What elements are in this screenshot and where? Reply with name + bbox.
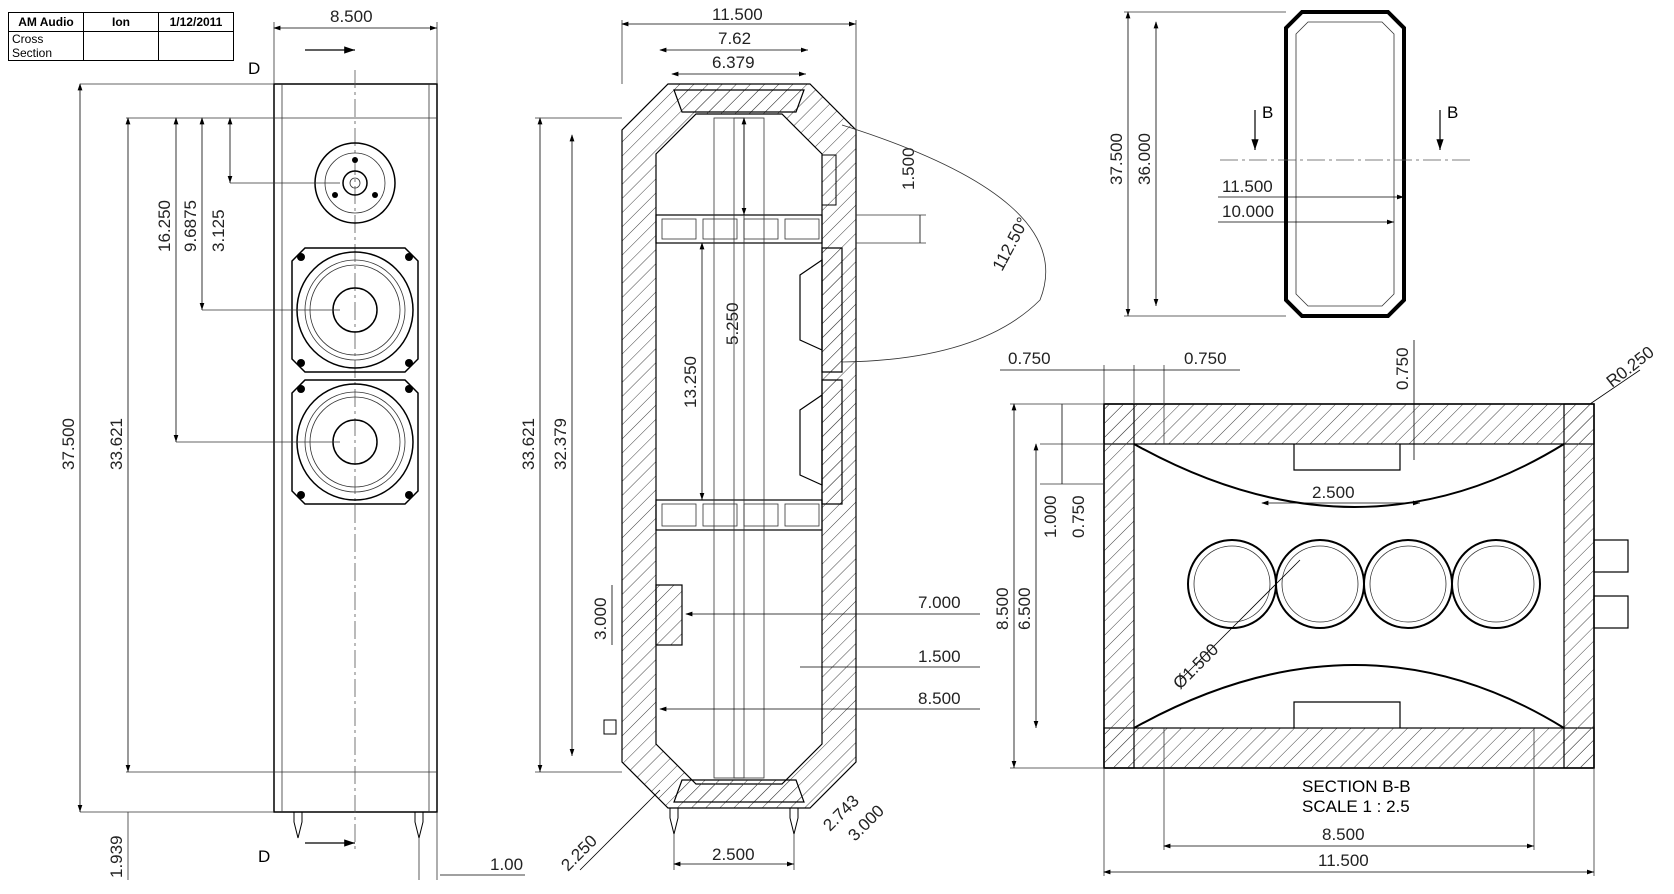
section-bb-scale: SCALE 1 : 2.5 (1302, 797, 1410, 816)
side-section-view: 11.500 7.62 6.379 1.500 5.250 13.250 33.… (519, 5, 1047, 875)
dim-bb-height-inner: 6.500 (1015, 587, 1034, 630)
front-cabinet-outline (273, 83, 438, 813)
dim-front-width: 8.500 (330, 7, 373, 26)
section-label-b-right: B (1447, 103, 1458, 122)
dim-tweeter-top-woofer: 9.6875 (181, 200, 200, 252)
front-view: D D 8.500 37.500 33.621 16.250 9.6875 3.… (59, 7, 525, 880)
dim-foot-spacing: 2.500 (712, 845, 755, 864)
dim-brace-gap: 1.500 (899, 147, 918, 190)
dim-inner-top2: 6.379 (712, 53, 755, 72)
dim-chamfer-a: 2.250 (557, 831, 601, 875)
section-label-d-top: D (248, 59, 260, 78)
dim-bb-hole-diameter: Ø1.500 (1169, 640, 1222, 693)
dim-chamber: 13.250 (681, 356, 700, 408)
dim-top-width-outer: 11.500 (1222, 177, 1273, 196)
dim-inner-width: 8.500 (918, 689, 961, 708)
dim-bb-wall-left2: 0.750 (1184, 349, 1227, 368)
dim-front-feet: 1.939 (107, 835, 126, 878)
dim-top-height-total: 37.500 (1107, 133, 1126, 185)
dim-brace-thickness: 1.500 (918, 647, 961, 666)
sheet-name: Cross Section (8, 31, 84, 61)
dim-driver-spacing: 5.250 (723, 302, 742, 345)
dim-port-height: 3.000 (591, 597, 610, 640)
top-view-outline (1284, 10, 1406, 318)
dim-front-height-cabinet: 33.621 (107, 418, 126, 470)
dim-front-height-total: 37.500 (59, 418, 78, 470)
dim-side-height-outer: 33.621 (519, 418, 538, 470)
dim-tweeter-offset: 3.125 (209, 209, 228, 252)
section-bb-view: SECTION B-B SCALE 1 : 2.5 0.750 0.750 0.… (993, 340, 1658, 876)
top-view: B B 37.500 36.000 11.500 10.000 (1107, 10, 1470, 318)
dim-top-height-inner: 36.000 (1135, 133, 1154, 185)
dim-inner-top: 7.62 (718, 29, 751, 48)
dim-bb-wall-left: 0.750 (1008, 349, 1051, 368)
port-section (655, 584, 683, 646)
lower-brace (655, 499, 823, 531)
section-label-d-bottom: D (258, 847, 270, 866)
dim-brace-depth: 7.000 (918, 593, 961, 612)
dim-top-width-inner: 10.000 (1222, 202, 1274, 221)
dim-foot-offset: 1.00 (490, 855, 523, 874)
title-block: AM Audio Ion 1/12/2011 Cross Section (8, 12, 234, 61)
dim-bb-width-inner: 8.500 (1322, 825, 1365, 844)
dim-tweeter-bottom-woofer: 16.250 (155, 200, 174, 252)
dim-bb-height-outer: 8.500 (993, 587, 1012, 630)
dim-side-depth: 11.500 (712, 5, 763, 24)
section-label-b-left: B (1262, 103, 1273, 122)
dim-bb-brace-h2: 0.750 (1069, 495, 1088, 538)
dim-bb-radius: R0.250 (1603, 342, 1658, 391)
dim-side-height-inner: 32.379 (551, 418, 570, 470)
section-bb-title: SECTION B-B (1302, 777, 1411, 796)
dim-bb-brace-h1: 1.000 (1041, 495, 1060, 538)
section-bb-outline (1103, 403, 1595, 769)
upper-brace (655, 214, 823, 244)
dim-bb-width-outer: 11.500 (1318, 851, 1369, 870)
brace-holes (1187, 539, 1541, 629)
dim-bb-wall-top: 0.750 (1393, 347, 1412, 390)
dim-baffle-angle: 112.50° (989, 214, 1033, 274)
dim-bb-slot-width: 2.500 (1312, 483, 1355, 502)
